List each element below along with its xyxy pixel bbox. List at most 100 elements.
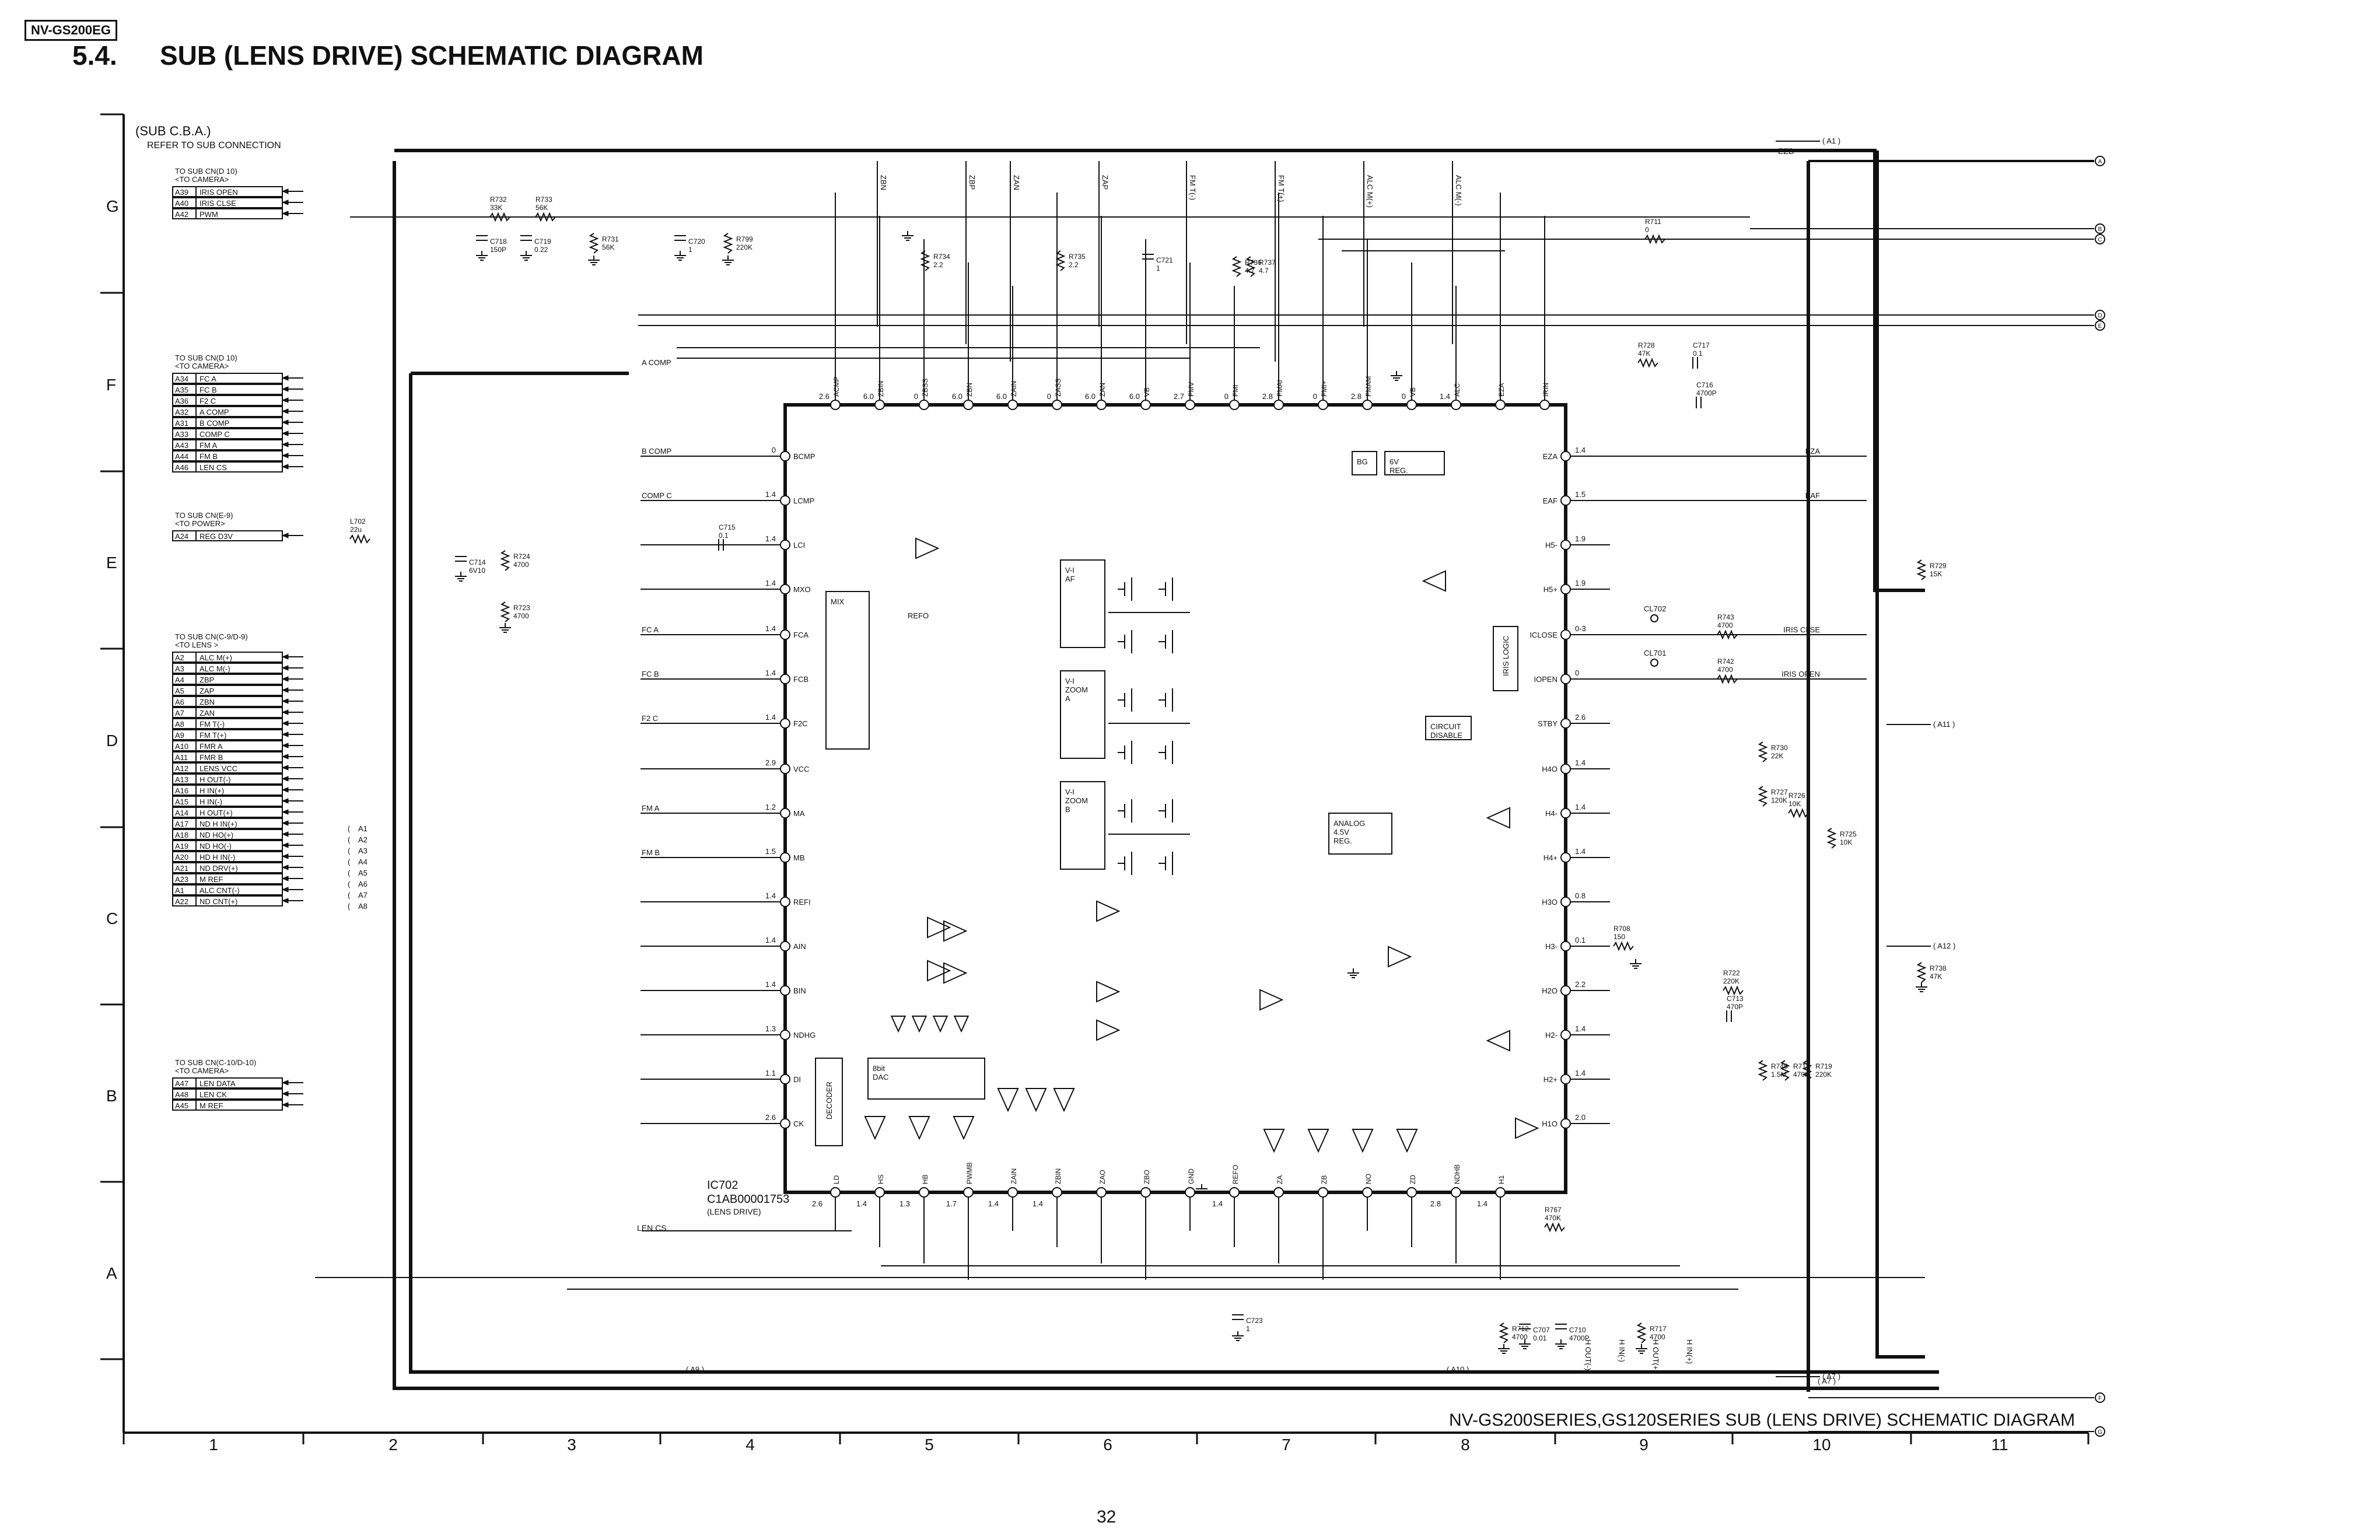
ic-block-label: DECODER	[825, 1082, 834, 1119]
capacitor-c723	[1232, 1314, 1244, 1320]
ic-bottom-pin-label: ZAIN	[1010, 1168, 1018, 1184]
connector-signal-box	[195, 707, 283, 718]
ic-left-pin-label: MA	[793, 809, 805, 818]
connector-signal-box	[195, 884, 283, 895]
connector-pin-number: A44	[175, 452, 188, 461]
ic-top-pin	[1007, 400, 1018, 410]
component-ref: C716	[1696, 381, 1713, 389]
op-amp-symbol	[953, 1116, 975, 1140]
op-amp-symbol	[1025, 1088, 1047, 1112]
ic-bottom-pin-label: ZBIN	[1054, 1168, 1062, 1184]
grid-col-label: 4	[746, 1436, 755, 1454]
ic-bottom-pin	[1362, 1187, 1373, 1198]
ic-left-pin-label: CK	[793, 1119, 804, 1128]
connector-signal-box	[195, 1100, 283, 1111]
op-amp-symbol	[1053, 1088, 1075, 1112]
ic-block-label: A	[1065, 694, 1070, 703]
ic-internal-block	[1352, 451, 1377, 475]
offpage-connector-label: G	[2098, 1429, 2102, 1436]
connector-pin-number: A11	[175, 753, 188, 762]
ic-left-pin	[780, 985, 790, 996]
voltage-label-bottom: 1.4	[1477, 1199, 1488, 1208]
connector-signal-box	[195, 395, 283, 406]
connector-pin-number: A3	[175, 664, 184, 673]
component-ref: R743	[1717, 613, 1734, 621]
ic-internal-block	[1060, 781, 1105, 870]
arrow-head	[281, 386, 289, 392]
component-ref: R734	[933, 253, 950, 261]
connector-signal-name: F2 C	[200, 397, 216, 405]
offpage-connector	[2095, 1392, 2105, 1403]
ic-top-pin-label: ZBIN	[877, 381, 885, 397]
capacitor-c717	[1692, 357, 1698, 369]
grid-col-label: 7	[1282, 1436, 1291, 1454]
arrow-head	[281, 754, 289, 760]
offpage-connector-label: A	[2098, 159, 2102, 165]
arrow-head	[281, 720, 289, 726]
voltage-label-left: 0	[772, 446, 776, 454]
frame	[123, 114, 2088, 1434]
arrow-head	[281, 798, 289, 804]
component-value: 150	[1614, 933, 1625, 941]
connector-signal-name: M REF	[200, 1101, 223, 1110]
ic-part: C1AB00001753	[707, 1193, 789, 1206]
connector-signal-box	[195, 785, 283, 796]
ground-symbol	[1555, 1339, 1567, 1349]
connector-pin-number: A8	[175, 720, 184, 729]
ic-bottom-pin-label: HS	[877, 1174, 885, 1184]
component-value: 470K	[1545, 1214, 1561, 1222]
ic-left-pin-label: BCMP	[793, 452, 816, 461]
ic-top-pin	[1318, 400, 1328, 410]
offpage-connector	[2095, 310, 2105, 320]
connector-pin-number: A6	[175, 698, 184, 706]
voltage-label-left: 1.4	[765, 534, 776, 543]
ic-left-pin-label: FCA	[793, 631, 808, 639]
op-amp-symbol	[1396, 1129, 1418, 1153]
left-net-label: COMP C	[642, 491, 672, 500]
arrow-head	[281, 887, 289, 892]
inner-ground-bus	[409, 373, 1939, 1374]
component-value: 4700P	[1569, 1334, 1590, 1342]
arrow-head	[281, 200, 289, 205]
component-value: 22u	[350, 526, 362, 534]
connector-signal-name: PWM	[200, 210, 218, 219]
grid-row-label: D	[106, 732, 118, 750]
voltage-label-right: 1.4	[1575, 847, 1586, 856]
connector-signal-box	[195, 718, 283, 729]
components-layer	[349, 156, 2105, 1437]
ic-right-pin-label: H2-	[1545, 1031, 1558, 1040]
arrow-head	[281, 533, 289, 538]
component-ref: R742	[1717, 657, 1734, 666]
component-ref: R725	[1840, 830, 1857, 838]
ic-left-pin	[780, 1118, 790, 1129]
ground-symbol	[1348, 968, 1359, 978]
ic-internal-block	[1493, 626, 1518, 691]
op-amp-symbol	[908, 1116, 930, 1140]
component-ref: L702	[350, 517, 366, 526]
connector-signal-name: ZAN	[200, 709, 215, 718]
capacitor-c710	[1555, 1324, 1567, 1329]
connector-signal-name: ND DRV(+)	[200, 864, 238, 873]
ic-top-pin	[1539, 400, 1550, 410]
component-ref: C707	[1533, 1326, 1550, 1334]
voltage-label-top: 0	[1224, 392, 1228, 401]
ic-bottom-pin	[1185, 1187, 1195, 1198]
connector-signal-box	[195, 873, 283, 884]
component-value: 22K	[1771, 752, 1783, 760]
connector-signal-box	[195, 417, 283, 428]
ic-right-pin-label: IOPEN	[1534, 675, 1558, 684]
connector-signal-name: LEN DATA	[200, 1079, 236, 1088]
connector-signal-box	[195, 450, 283, 461]
ic-top-pin-label: IRIN	[1542, 383, 1550, 397]
ic-right-pin-label: H3O	[1542, 898, 1558, 907]
ground-bus	[393, 161, 1939, 1390]
resistor-r717	[1636, 1322, 1647, 1343]
ic-right-pin	[1560, 808, 1571, 818]
ic-bottom-pin-label: PWMB	[965, 1163, 974, 1184]
ic-left-pin	[780, 852, 790, 863]
ic-bottom-pin	[1451, 1187, 1461, 1198]
offpage-connector-label: B	[2098, 226, 2102, 233]
